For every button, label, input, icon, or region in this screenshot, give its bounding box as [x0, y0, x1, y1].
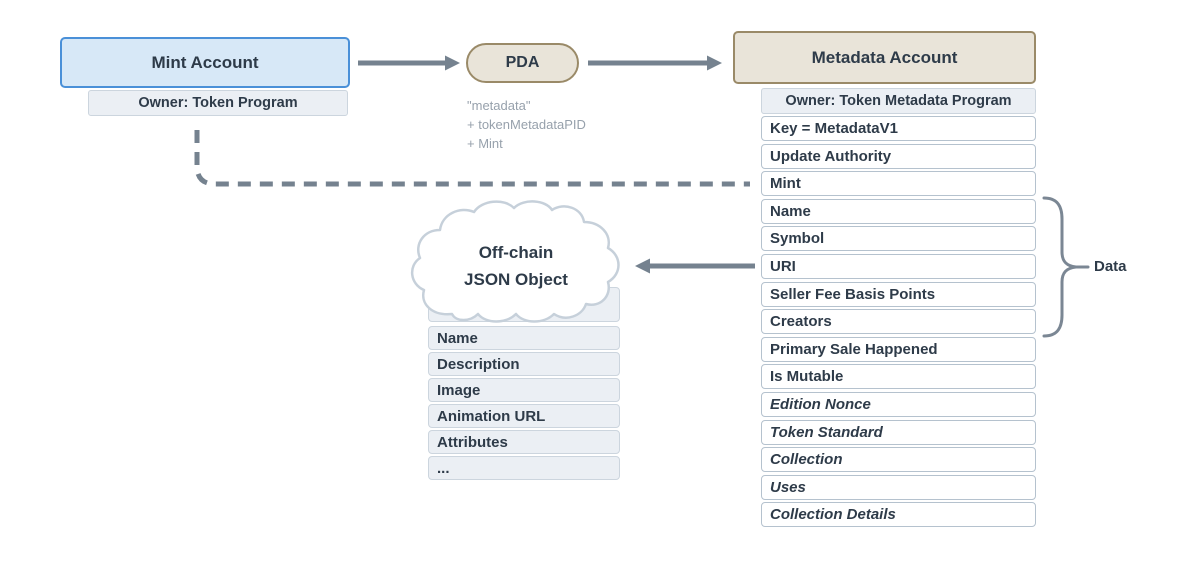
- offchain-title-line2: JSON Object: [464, 270, 568, 289]
- metadata-field-row: Creators: [761, 309, 1036, 335]
- mint-account-title: Mint Account: [151, 52, 259, 72]
- metadata-field-label: Collection: [770, 451, 843, 469]
- pda-seed-list: "metadata" + tokenMetadataPID + Mint: [467, 96, 667, 153]
- offchain-field-label: Description: [437, 355, 520, 373]
- metadata-field-label: Is Mutable: [770, 368, 844, 386]
- metadata-field-label: Seller Fee Basis Points: [770, 285, 936, 303]
- metadata-field-label: URI: [770, 257, 796, 275]
- metadata-field-row: Name: [761, 198, 1036, 224]
- offchain-field-row: Animation URL: [428, 404, 620, 428]
- metadata-field-row: Edition Nonce: [761, 391, 1036, 417]
- metadata-field-label: Symbol: [770, 230, 825, 248]
- offchain-title-line1: Off-chain: [478, 243, 554, 262]
- mint-account-box: Mint Account: [60, 37, 350, 88]
- metadata-field-list: Key = MetadataV1 Update Authority Mint N…: [761, 116, 1036, 530]
- data-brace: [1042, 196, 1090, 338]
- offchain-field-list: Name Description Image Animation URL Att…: [428, 326, 620, 482]
- offchain-field-row: Description: [428, 352, 620, 376]
- metadata-account-title: Metadata Account: [811, 47, 958, 67]
- offchain-field-row: ...: [428, 456, 620, 480]
- offchain-field-row: Name: [428, 326, 620, 350]
- metadata-account-box: Metadata Account: [733, 31, 1036, 84]
- data-brace-label: Data: [1094, 258, 1127, 275]
- pda-pill: PDA: [466, 43, 579, 83]
- metadata-field-label: Edition Nonce: [770, 395, 871, 413]
- metadata-field-label: Primary Sale Happened: [770, 340, 938, 358]
- pda-to-metadata-arrow: [588, 55, 722, 71]
- pda-seed-line: "metadata": [467, 98, 531, 113]
- metadata-field-row: Token Standard: [761, 419, 1036, 445]
- offchain-field-label: ...: [437, 459, 450, 477]
- metadata-field-label: Collection Details: [770, 506, 896, 524]
- metadata-field-label: Name: [770, 202, 811, 220]
- offchain-field-row: Image: [428, 378, 620, 402]
- metadata-field-row: Collection: [761, 447, 1036, 473]
- mint-account-owner-label: Owner: Token Program: [138, 95, 298, 111]
- metadata-field-row: Primary Sale Happened: [761, 336, 1036, 362]
- metadata-field-row: Is Mutable: [761, 364, 1036, 390]
- metadata-field-row: Seller Fee Basis Points: [761, 281, 1036, 307]
- pda-seed-line: + tokenMetadataPID: [467, 117, 586, 132]
- metadata-field-label: Creators: [770, 313, 832, 331]
- metadata-account-owner-strip: Owner: Token Metadata Program: [761, 88, 1036, 114]
- uri-to-cloud-arrow: [635, 258, 755, 274]
- mint-to-pda-arrow: [358, 55, 460, 71]
- metadata-field-label: Mint: [770, 175, 801, 193]
- mint-account-owner-strip: Owner: Token Program: [88, 90, 348, 116]
- metadata-field-label: Token Standard: [770, 423, 883, 441]
- offchain-field-label: Attributes: [437, 433, 508, 451]
- metadata-field-label: Uses: [770, 478, 806, 496]
- pda-label: PDA: [505, 54, 540, 71]
- metadata-field-row: Mint: [761, 171, 1036, 197]
- metadata-field-row: Symbol: [761, 226, 1036, 252]
- metadata-field-row: Update Authority: [761, 143, 1036, 169]
- pda-seed-line: + Mint: [467, 136, 503, 151]
- metadata-field-row: Key = MetadataV1: [761, 116, 1036, 141]
- offchain-field-label: Image: [437, 381, 481, 399]
- metadata-field-label: Update Authority: [770, 147, 892, 165]
- metadata-field-row: Uses: [761, 474, 1036, 500]
- metadata-field-row: URI: [761, 253, 1036, 279]
- metadata-field-label: Key = MetadataV1: [770, 120, 898, 137]
- offchain-field-label: Animation URL: [437, 407, 546, 425]
- offchain-cloud-title: Off-chain JSON Object: [416, 239, 616, 293]
- metadata-field-row: Collection Details: [761, 502, 1036, 528]
- offchain-field-row: Attributes: [428, 430, 620, 454]
- offchain-field-label: Name: [437, 329, 478, 347]
- metadata-account-owner-label: Owner: Token Metadata Program: [785, 93, 1012, 109]
